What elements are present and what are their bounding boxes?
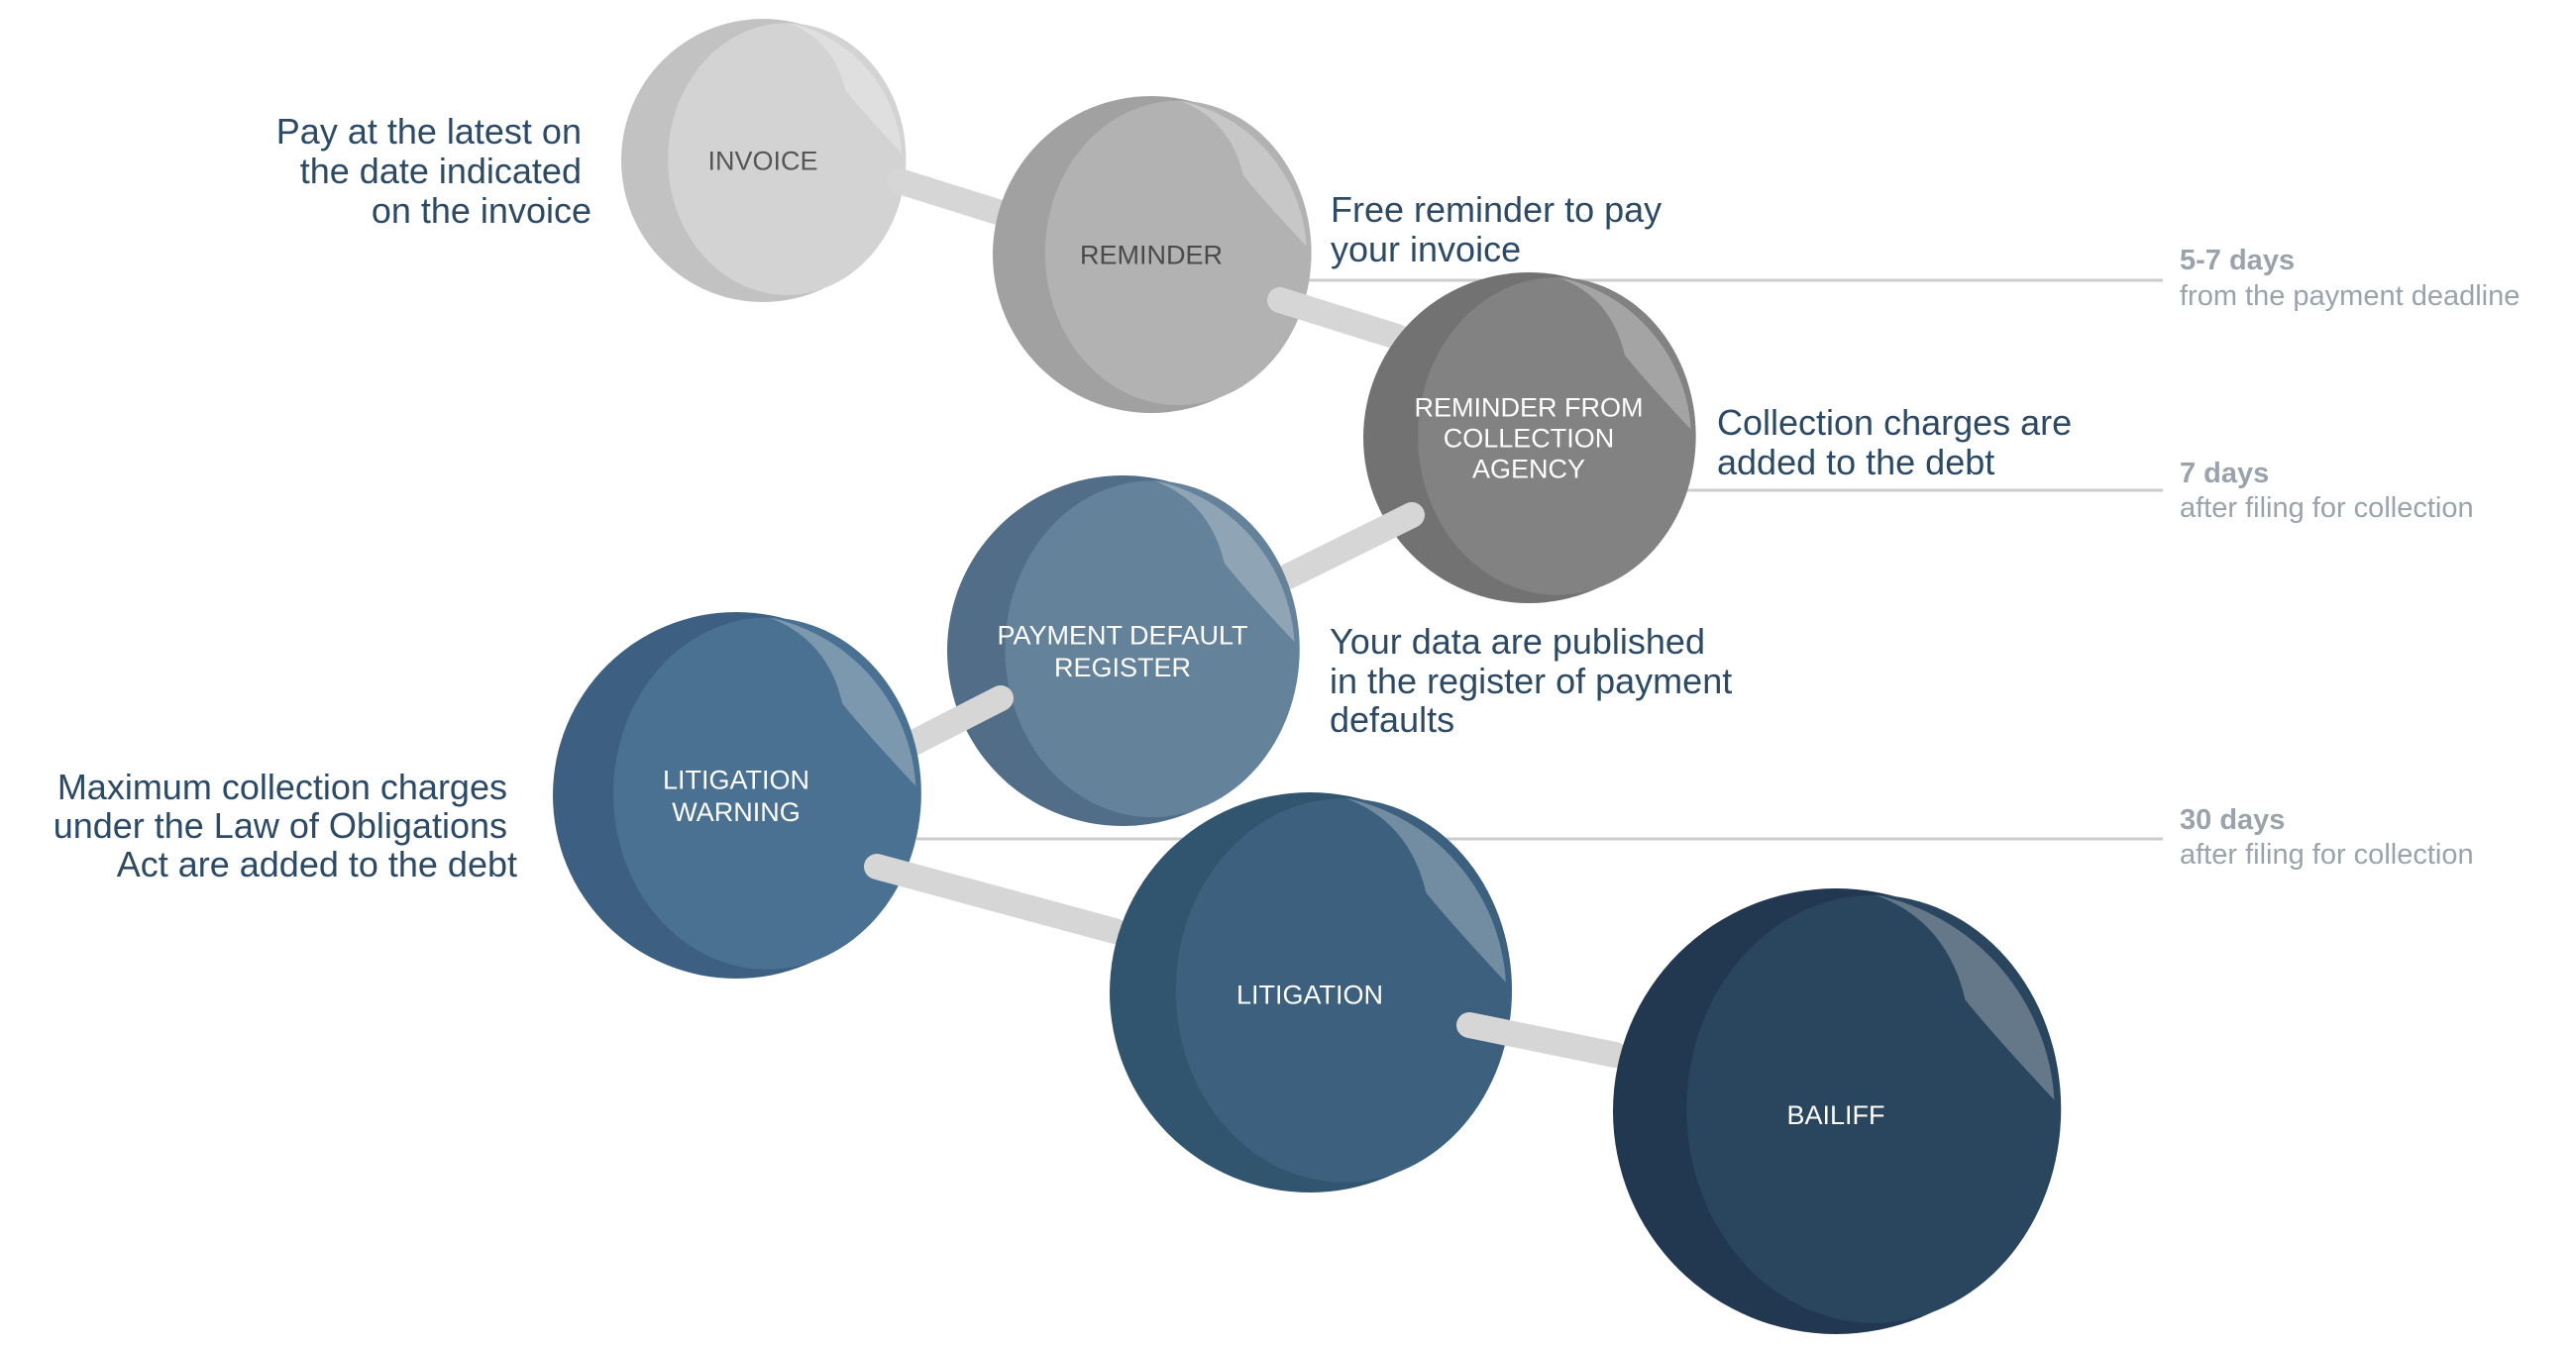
timing-30-days: 30 days after filing for collection <box>2180 804 2474 871</box>
highlight-shine <box>1876 894 2055 1100</box>
node-face <box>1005 480 1300 818</box>
step-node-bailiff: BAILIFF <box>1613 888 2062 1334</box>
step-label: REMINDER <box>1080 240 1223 269</box>
highlight-shine <box>1558 277 1691 430</box>
node-face <box>1175 798 1513 1183</box>
node-face <box>1418 277 1696 595</box>
step-node-litigation: LITIGATION <box>1110 792 1513 1192</box>
step-node-reminder: REMINDER <box>993 96 1312 413</box>
litigation-warning-description: Maximum collection charges under the Law… <box>54 767 517 884</box>
step-node-invoice: INVOICE <box>621 19 907 302</box>
connector-line <box>1456 1012 1628 1068</box>
step-label: INVOICE <box>707 146 817 175</box>
highlight-shine <box>769 617 916 786</box>
highlight-shine <box>1345 798 1506 983</box>
timing-5-7-days: 5-7 days from the payment deadline <box>2180 245 2520 312</box>
node-face <box>1686 894 2062 1323</box>
step-label: BAILIFF <box>1786 1100 1884 1130</box>
highlight-shine <box>1179 100 1307 247</box>
invoice-description: Pay at the latest on the date indicated … <box>276 111 591 231</box>
connector-line <box>1267 287 1410 350</box>
connector-line <box>1275 502 1425 589</box>
connector-line <box>887 168 1014 226</box>
reminder-description: Free reminder to pay your invoice <box>1331 189 1671 269</box>
timing-7-days: 7 days after filing for collection <box>2180 458 2474 524</box>
connector-line <box>901 685 1014 756</box>
node-face <box>668 23 907 295</box>
connector-line <box>864 854 1127 944</box>
node-face <box>1044 100 1312 405</box>
highlight-shine <box>788 23 903 154</box>
agency-description: Collection charges are added to the debt <box>1717 402 2082 482</box>
highlight-shine <box>1153 480 1295 643</box>
step-label: LITIGATION <box>1236 981 1383 1010</box>
node-face <box>613 617 921 970</box>
payment-default-description: Your data are published in the register … <box>1330 621 1742 740</box>
